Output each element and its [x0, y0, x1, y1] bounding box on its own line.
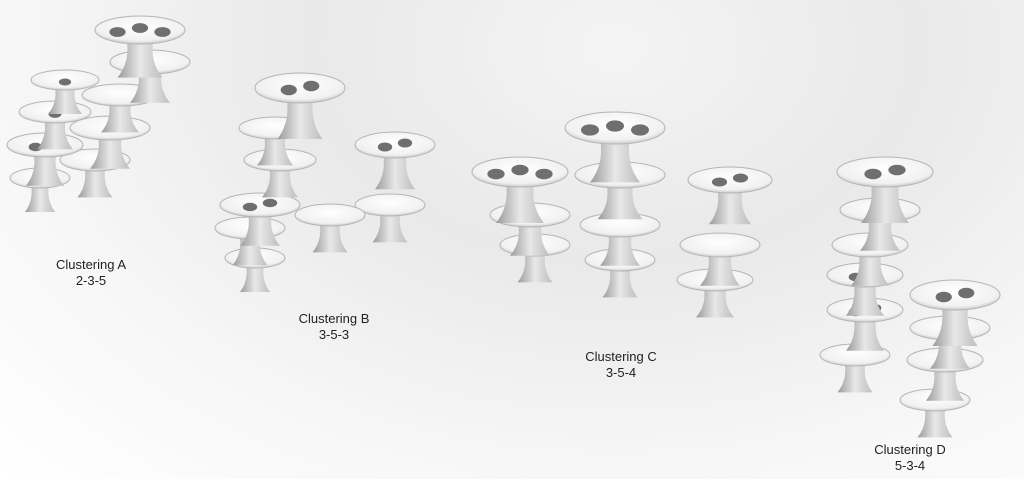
disc-hole: [262, 198, 278, 208]
disc-hole: [535, 168, 553, 180]
disc-hole: [711, 177, 728, 187]
disc-shape: [679, 232, 761, 258]
disc-shape: [354, 131, 436, 159]
disc-hole: [109, 27, 126, 37]
disc-hole: [511, 164, 529, 176]
disc-hole: [58, 78, 72, 86]
cluster-d-code: 5-3-4: [894, 458, 926, 473]
disc-hole: [131, 23, 149, 33]
disc-shape: [219, 192, 301, 218]
cluster-d-label: Clustering D 5-3-4: [840, 442, 980, 474]
disc-shape: [254, 72, 346, 104]
disc-hole: [606, 120, 624, 132]
disc-hole: [487, 168, 505, 180]
disc-shape: [354, 193, 426, 217]
cluster-a-label: Clustering A 2-3-5: [21, 257, 161, 289]
disc-hole: [303, 80, 320, 92]
disc-hole: [280, 84, 297, 96]
disc-hole: [377, 142, 393, 152]
cluster-a-code: 2-3-5: [75, 273, 107, 288]
disc-hole: [935, 291, 952, 303]
disc-shape: [836, 156, 934, 188]
cluster-c-code: 3-5-4: [605, 365, 637, 380]
disc-hole: [958, 287, 975, 299]
cluster-a-name: Clustering A: [55, 257, 127, 272]
cluster-d-name: Clustering D: [874, 442, 946, 457]
disc-hole: [581, 124, 599, 136]
disc-hole: [154, 27, 171, 37]
disc-shape: [294, 203, 366, 227]
cluster-c-name: Clustering C: [585, 349, 657, 364]
disc-shape: [687, 166, 773, 194]
disc-hole: [242, 202, 258, 212]
disc-shape: [909, 279, 1001, 311]
disc-hole: [864, 168, 882, 180]
cluster-b-code: 3-5-3: [318, 327, 350, 342]
disc-hole: [888, 164, 906, 176]
disc-hole: [631, 124, 649, 136]
cluster-c-label: Clustering C 3-5-4: [551, 349, 691, 381]
cluster-b-name: Clustering B: [298, 311, 370, 326]
disc-hole: [397, 138, 413, 148]
cluster-b-label: Clustering B 3-5-3: [264, 311, 404, 343]
disc-hole: [732, 173, 749, 183]
